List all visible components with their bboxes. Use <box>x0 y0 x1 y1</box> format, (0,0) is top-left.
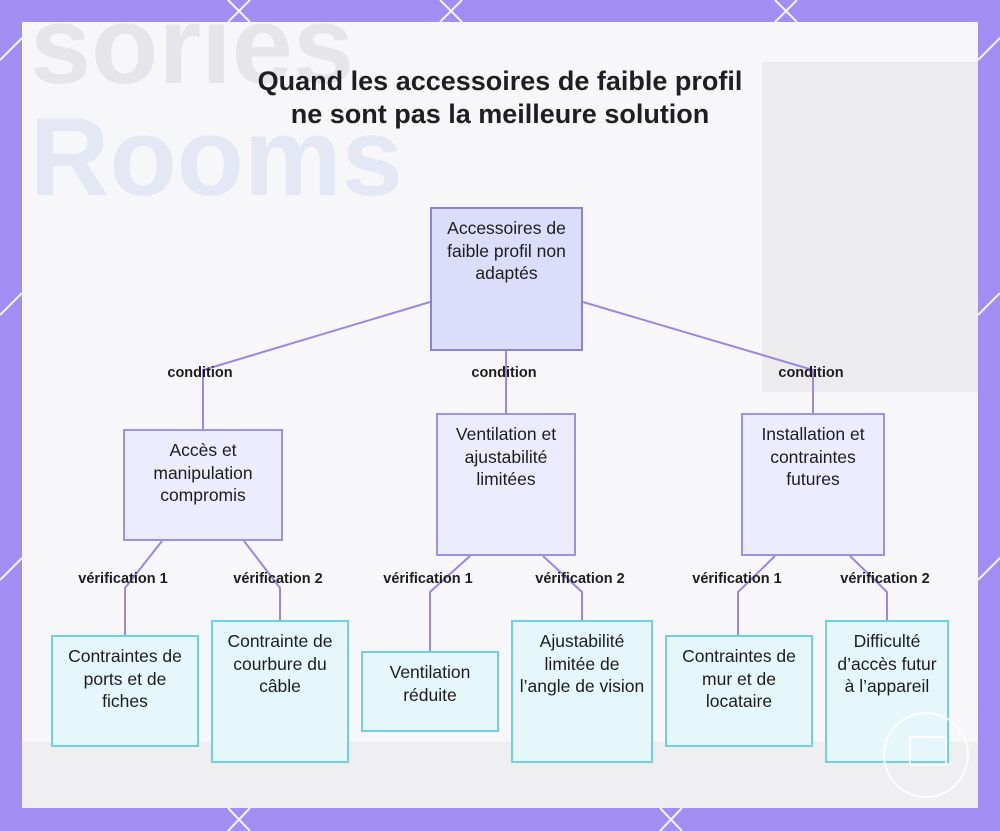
node-installation: Installation et contraintes futures <box>741 413 885 556</box>
background-blur-decoration: sories <box>30 22 355 107</box>
edge-label-check-2: vérification 2 <box>233 571 323 587</box>
node-access: Accès et manipulation compromis <box>123 429 283 541</box>
edge-label-check-1: vérification 1 <box>692 571 782 587</box>
edge-label-check-2: vérification 2 <box>535 571 625 587</box>
monitor-logo-icon <box>883 712 969 798</box>
node-root-label: Accessoires de faible profil non adaptés <box>447 218 566 283</box>
background-blur-block <box>762 62 978 392</box>
edge-root-mid1 <box>202 301 431 429</box>
node-root: Accessoires de faible profil non adaptés <box>430 207 583 351</box>
node-viewing-angle: Ajustabilité limitée de l’angle de visio… <box>511 620 653 763</box>
node-ventilation: Ventilation et ajustabilité limitées <box>436 413 576 556</box>
node-ventilation-label: Ventilation et ajustabilité limitées <box>455 424 557 489</box>
edge-mid3-leaf6 <box>849 555 888 620</box>
node-ports: Contraintes de ports et de fiches <box>51 635 199 747</box>
node-viewing-angle-label: Ajustabilité limitée de l’angle de visio… <box>519 631 645 696</box>
node-future-access-label: Difficulté d’accès futur à l’appareil <box>837 631 937 696</box>
edge-label-check-1: vérification 1 <box>78 571 168 587</box>
diagram-title: Quand les accessoires de faible profil n… <box>257 66 743 129</box>
edge-label-condition: condition <box>167 365 233 381</box>
edge-label-check-1: vérification 1 <box>383 571 473 587</box>
edge-mid3-leaf5 <box>737 555 776 635</box>
edge-mid1-leaf1 <box>124 540 163 635</box>
node-wall-tenant: Contraintes de mur et de locataire <box>665 635 813 747</box>
node-reduced-ventilation: Ventilation réduite <box>361 651 499 732</box>
node-cable-bend: Contrainte de courbure du câble <box>211 620 349 763</box>
edge-mid2-leaf3 <box>429 555 471 651</box>
node-wall-tenant-label: Contraintes de mur et de locataire <box>682 646 796 711</box>
node-ports-label: Contraintes de ports et de fiches <box>68 646 182 711</box>
background-blur-block <box>22 742 978 808</box>
node-access-label: Accès et manipulation compromis <box>153 440 253 505</box>
edge-label-check-2: vérification 2 <box>840 571 930 587</box>
node-installation-label: Installation et contraintes futures <box>761 424 865 489</box>
edge-label-condition: condition <box>471 365 537 381</box>
edge-mid1-leaf2 <box>243 540 281 620</box>
node-cable-bend-label: Contrainte de courbure du câble <box>227 631 333 696</box>
edge-mid2-leaf4 <box>542 555 583 620</box>
edge-root-mid3 <box>582 301 814 413</box>
edge-label-condition: condition <box>778 365 844 381</box>
node-reduced-ventilation-label: Ventilation réduite <box>389 662 471 705</box>
background-blur-decoration: Rooms <box>30 96 403 219</box>
